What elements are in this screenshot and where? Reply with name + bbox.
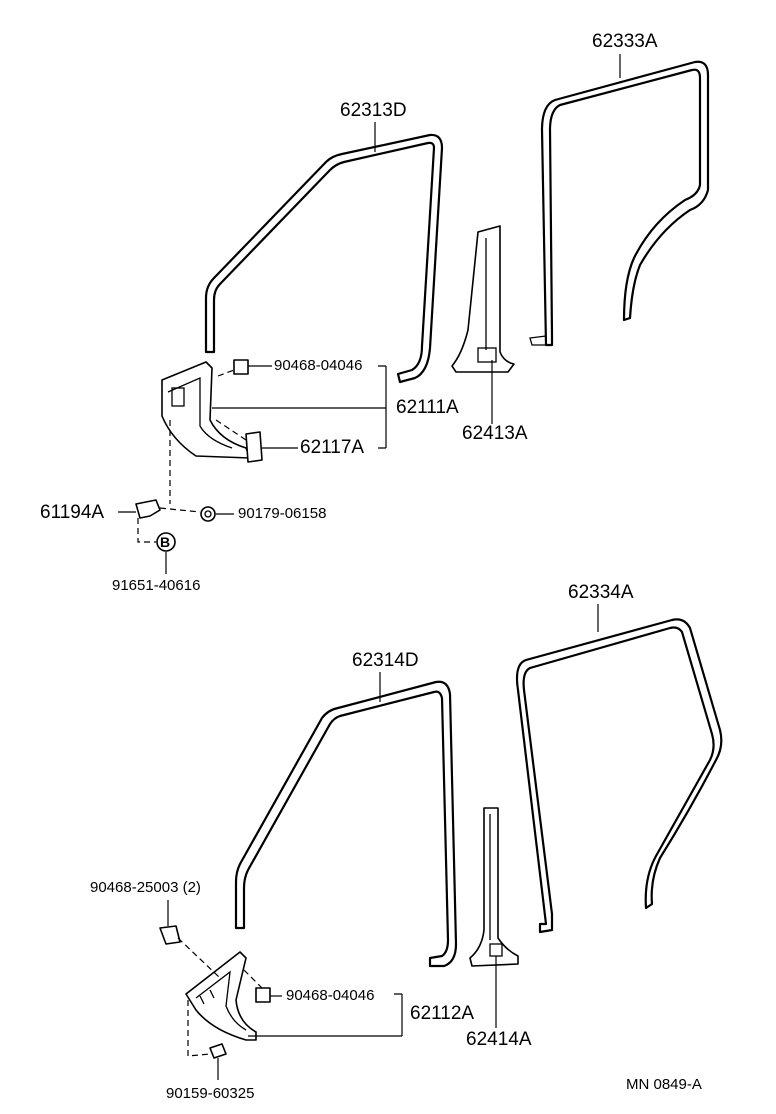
part-label-62334A: 62334A bbox=[568, 582, 634, 603]
part-label-90159-60325: 90159-60325 bbox=[166, 1085, 255, 1102]
center-pillar-garnish-lower bbox=[469, 807, 519, 967]
part-label-91651-40616: 91651-40616 bbox=[112, 577, 201, 594]
part-label-62314D: 62314D bbox=[352, 650, 419, 671]
part-label-62111A: 62111A bbox=[396, 397, 459, 418]
clip-90468-04046-top bbox=[233, 359, 249, 375]
part-label-61194A: 61194A bbox=[40, 502, 105, 523]
screw-90159-60325 bbox=[209, 1043, 227, 1059]
cowl-side-trim-lower bbox=[185, 951, 257, 1041]
front-door-weatherstrip-upper bbox=[204, 133, 444, 384]
part-label-62313D: 62313D bbox=[340, 100, 407, 121]
part-label-62413A: 62413A bbox=[462, 423, 528, 444]
part-label-62112A: 62112A bbox=[410, 1003, 475, 1024]
part-label-90468-04046-top: 90468-04046 bbox=[274, 357, 363, 374]
bracket-62111A bbox=[212, 365, 387, 449]
part-label-62414A: 62414A bbox=[466, 1029, 532, 1050]
part-label-62333A: 62333A bbox=[592, 31, 658, 52]
nut-90179-06158 bbox=[200, 506, 216, 522]
dashed-screw bbox=[187, 1000, 211, 1057]
front-door-weatherstrip-lower bbox=[234, 680, 458, 968]
drawing-code: MN 0849-A bbox=[626, 1076, 702, 1093]
dashed-clip-bottom bbox=[243, 969, 263, 989]
clip-90468-04046-bottom bbox=[255, 987, 271, 1003]
dashed-clip-top bbox=[217, 369, 235, 377]
cover-62117A bbox=[245, 431, 263, 463]
dashed-61194A bbox=[159, 420, 201, 513]
bolt-marker-letter: B bbox=[160, 534, 171, 550]
part-label-90468-25003: 90468-25003 (2) bbox=[90, 879, 201, 896]
part-label-62117A: 62117A bbox=[300, 437, 365, 458]
clip-90468-25003 bbox=[159, 925, 181, 945]
rear-door-weatherstrip-upper bbox=[529, 60, 710, 347]
dashed-cover bbox=[215, 419, 247, 441]
bracket-62112A bbox=[248, 993, 403, 1037]
bracket-61194A bbox=[135, 499, 161, 519]
cowl-side-trim-upper bbox=[161, 361, 251, 459]
bolt-marker-circle bbox=[156, 532, 176, 552]
part-label-90468-04046-bottom: 90468-04046 bbox=[286, 987, 375, 1004]
center-pillar-garnish-upper bbox=[451, 225, 515, 373]
dashed-bolt bbox=[137, 518, 156, 543]
part-label-90179-06158: 90179-06158 bbox=[238, 505, 327, 522]
rear-door-weatherstrip-lower bbox=[515, 618, 723, 934]
